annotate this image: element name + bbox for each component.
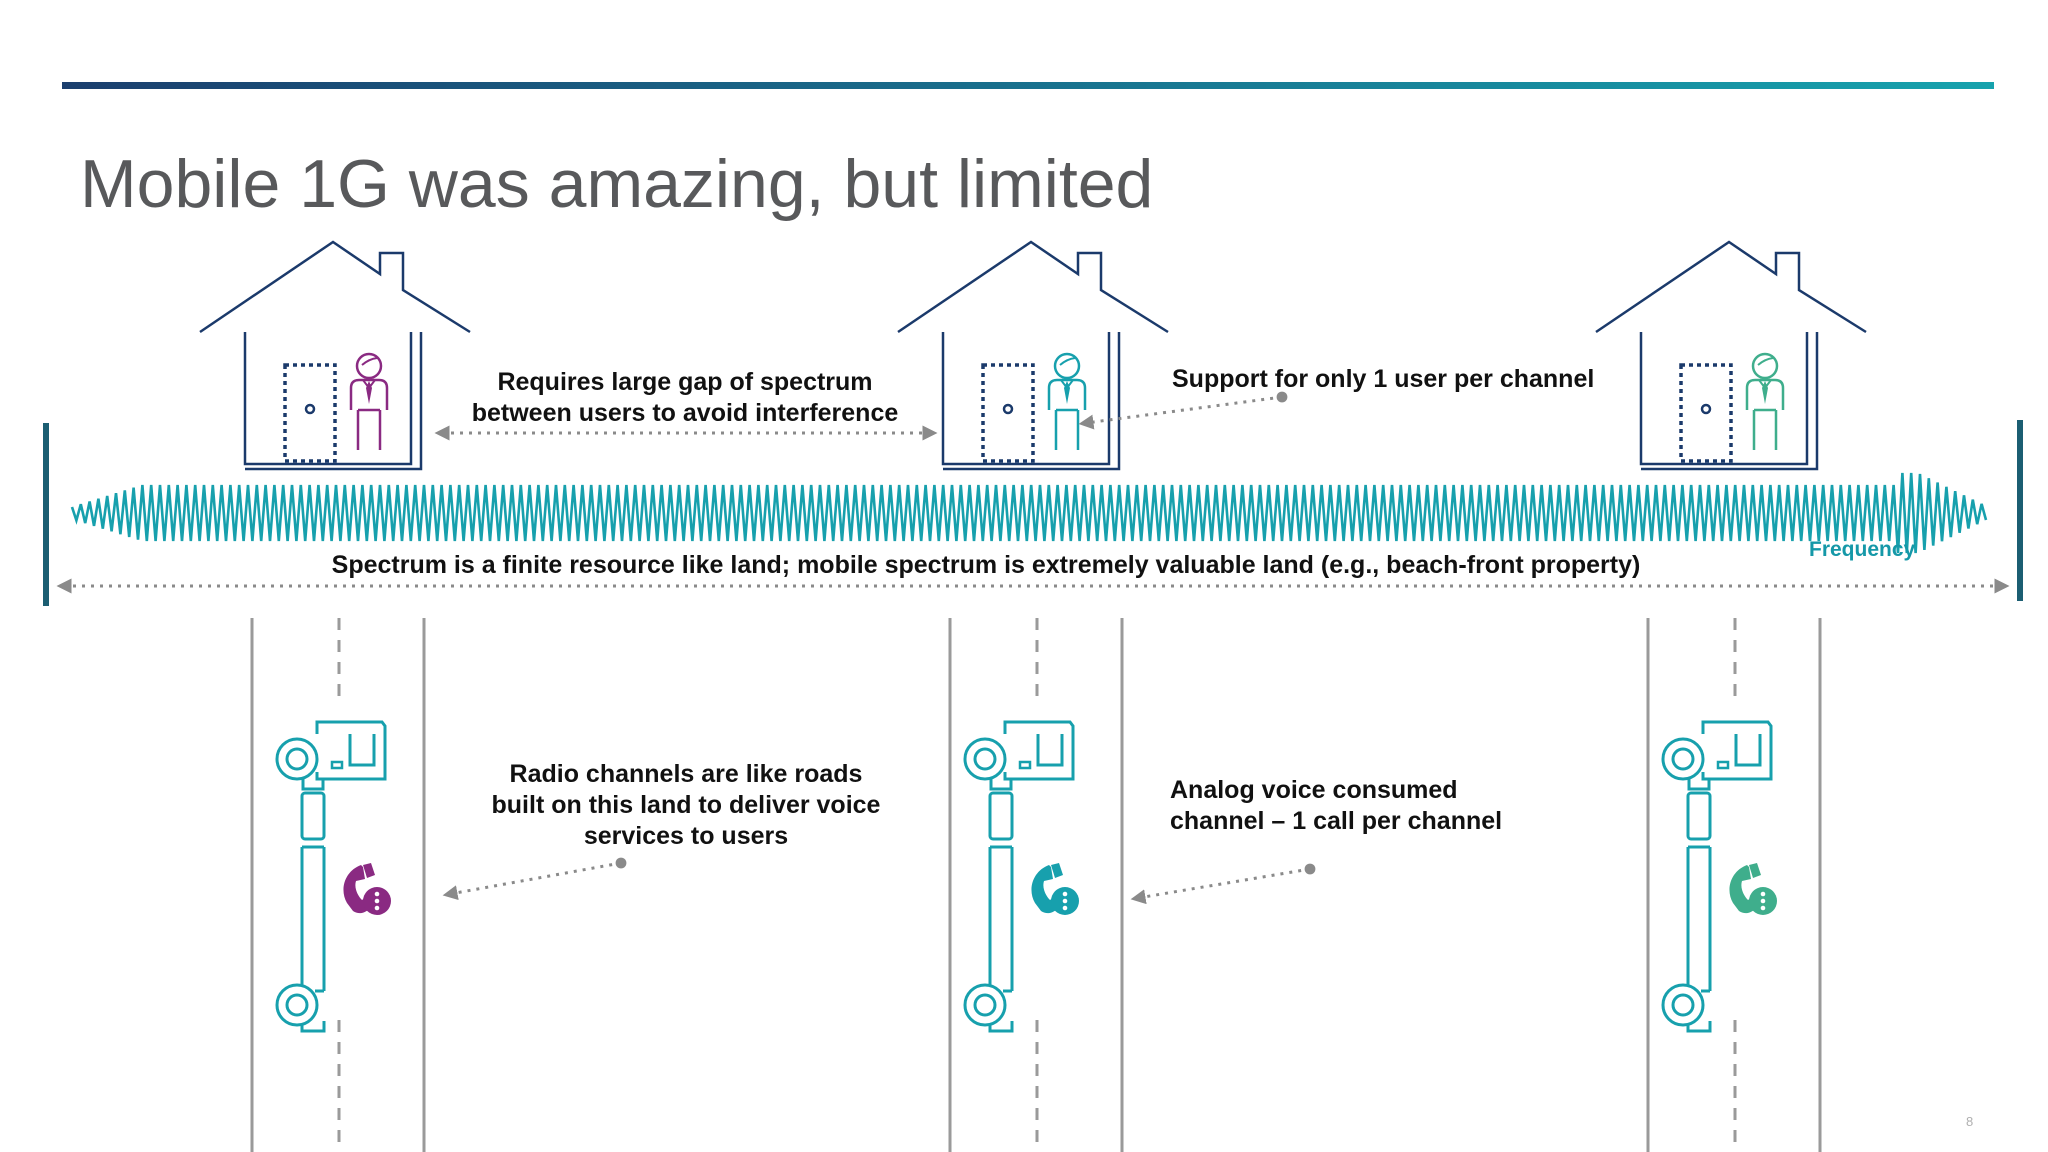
caption-roads-line-3: services to users: [584, 822, 788, 850]
slide-title: Mobile 1G was amazing, but limited: [80, 146, 1153, 222]
house-icon: [198, 240, 472, 471]
house-icon: [1594, 240, 1868, 471]
caption-one-user: Support for only 1 user per channel: [1172, 365, 1594, 393]
person-icon: [349, 352, 389, 452]
caption-analog-line-2: channel – 1 call per channel: [1170, 807, 1502, 835]
roads-pointer: [442, 857, 627, 901]
title-accent-bar: [62, 82, 1994, 89]
house-group-3: [1594, 240, 1868, 471]
road-1: [250, 618, 426, 1152]
caption-roads-line-2: built on this land to deliver voice: [492, 791, 881, 819]
house-group-1: [198, 240, 472, 471]
door-icon: [981, 363, 1035, 463]
page-number: 8: [1966, 1114, 1973, 1129]
caption-gap-line-2: between users to avoid interference: [472, 399, 899, 427]
one-user-pointer: [1078, 391, 1288, 430]
person-icon: [1745, 352, 1785, 452]
phone-call-icon: [1729, 863, 1777, 915]
caption-analog-line-1: Analog voice consumed: [1170, 776, 1458, 804]
door-icon: [283, 363, 337, 463]
road-3: [1646, 618, 1822, 1152]
frequency-label: Frequency: [1809, 538, 1916, 561]
phone-call-icon: [343, 863, 391, 915]
analog-pointer: [1130, 863, 1316, 905]
caption-gap-line-1: Requires large gap of spectrum: [497, 368, 872, 396]
frequency-wave-icon: [70, 472, 1988, 554]
caption-spectrum: Spectrum is a finite resource like land;…: [332, 551, 1641, 579]
caption-roads-line-1: Radio channels are like roads: [510, 760, 863, 788]
person-icon: [1047, 352, 1087, 452]
house-group-2: [896, 240, 1170, 471]
road-2: [948, 618, 1124, 1152]
door-icon: [1679, 363, 1733, 463]
phone-call-icon: [1031, 863, 1079, 915]
house-icon: [896, 240, 1170, 471]
